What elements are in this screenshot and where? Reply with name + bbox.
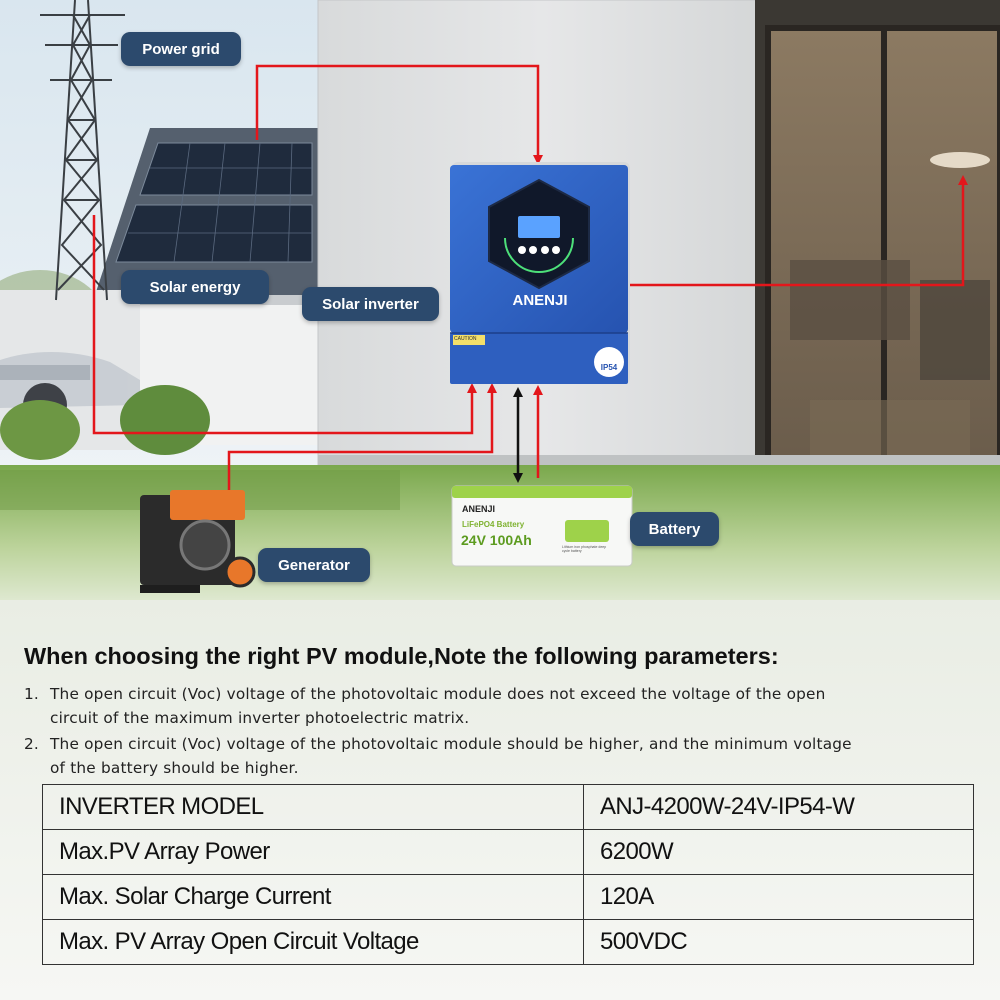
label-solar-inverter: Solar inverter (302, 287, 439, 321)
table-row: Max.PV Array Power 6200W (42, 829, 974, 875)
battery-brand-logo: ANENJI (462, 504, 496, 514)
inverter-brand-logo: ANENJI (512, 292, 568, 309)
label-generator: Generator (258, 548, 370, 582)
spec-label: Max. PV Array Open Circuit Voltage (42, 919, 584, 965)
spec-label: INVERTER MODEL (42, 784, 584, 830)
label-battery: Battery (630, 512, 719, 546)
label-solar-energy: Solar energy (121, 270, 269, 304)
spec-value: ANJ-4200W-24V-IP54-W (583, 784, 974, 830)
note-text-continued: circuit of the maximum inverter photoele… (50, 709, 470, 727)
note-text: The open circuit (Voc) voltage of the ph… (50, 685, 826, 703)
table-row: Max. Solar Charge Current 120A (42, 874, 974, 920)
spec-label: Max. Solar Charge Current (42, 874, 584, 920)
spec-label: Max.PV Array Power (42, 829, 584, 875)
note-item: 1. The open circuit (Voc) voltage of the … (24, 682, 984, 730)
table-row: Max. PV Array Open Circuit Voltage 500VD… (42, 919, 974, 965)
generator-unit (140, 490, 256, 593)
note-item: 2. The open circuit (Voc) voltage of the … (24, 732, 984, 780)
inverter-caution-label: CAUTION (454, 336, 477, 342)
battery-spec: 24V 100Ah (461, 532, 532, 548)
spec-value: 120A (583, 874, 974, 920)
parameters-heading: When choosing the right PV module,Note t… (24, 643, 779, 669)
note-number: 2. (24, 735, 39, 753)
battery-unit (451, 485, 633, 567)
spec-table: INVERTER MODEL ANJ-4200W-24V-IP54-W Max.… (42, 784, 974, 965)
note-text: The open circuit (Voc) voltage of the ph… (50, 735, 852, 753)
spec-value: 6200W (583, 829, 974, 875)
inverter-unit (450, 162, 630, 384)
label-power-grid: Power grid (121, 32, 241, 66)
spec-value: 500VDC (583, 919, 974, 965)
note-number: 1. (24, 685, 39, 703)
table-row: INVERTER MODEL ANJ-4200W-24V-IP54-W (42, 784, 974, 830)
note-text-continued: of the battery should be higher. (50, 759, 299, 777)
battery-tagline: Lithium iron phosphate deep cycle batter… (562, 545, 607, 553)
ip54-badge: IP54 (600, 363, 618, 372)
battery-type: LiFePO4 Battery (462, 520, 525, 529)
